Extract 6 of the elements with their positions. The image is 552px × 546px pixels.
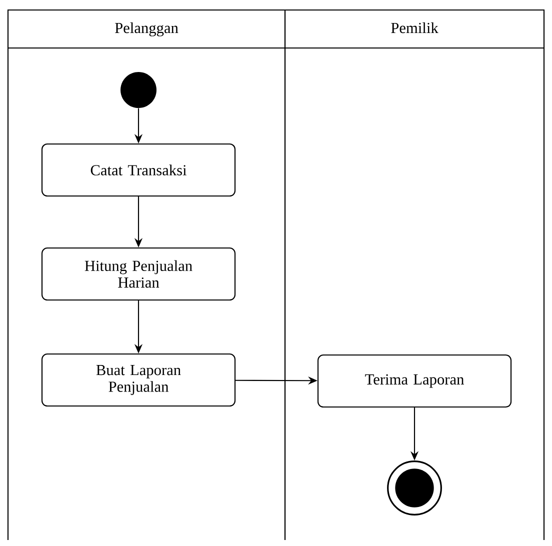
action-box: Catat Transaksi (41, 143, 236, 197)
start-node (120, 72, 156, 108)
end-node (387, 460, 442, 516)
action-box: Buat Laporan Penjualan (41, 353, 236, 407)
action-box: Terima Laporan (317, 354, 512, 408)
action-box: Hitung Penjualan Harian (41, 247, 236, 301)
